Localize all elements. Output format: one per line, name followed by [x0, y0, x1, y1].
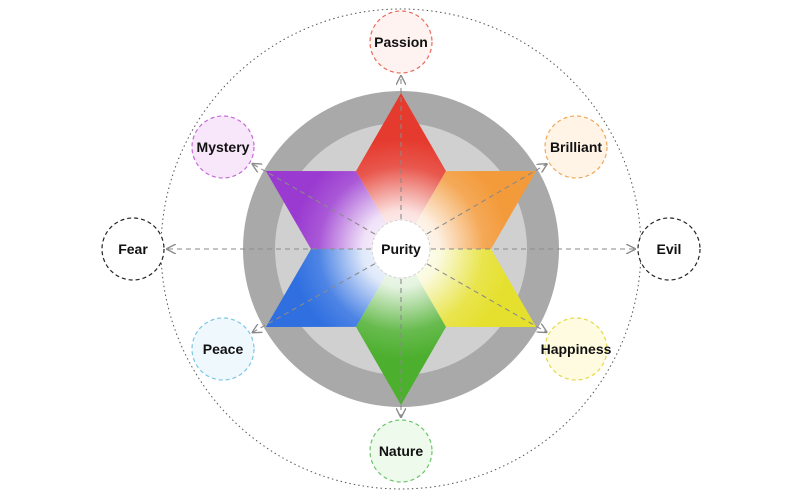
node-label: Nature — [379, 443, 424, 459]
node-happiness[interactable]: Happiness — [541, 317, 612, 381]
center-node-circle — [371, 219, 431, 279]
node-circle — [101, 217, 165, 281]
node-label: Evil — [657, 241, 682, 257]
node-brilliant[interactable]: Brilliant — [544, 115, 608, 179]
node-label: Mystery — [197, 139, 250, 155]
node-circle — [637, 217, 701, 281]
node-mystery[interactable]: Mystery — [191, 115, 255, 179]
node-label: Brilliant — [550, 139, 602, 155]
node-circle — [544, 115, 608, 179]
node-passion[interactable]: Passion — [369, 10, 433, 74]
node-fear[interactable]: Fear — [101, 217, 165, 281]
node-circle — [544, 317, 608, 381]
node-circle — [191, 317, 255, 381]
node-peace[interactable]: Peace — [191, 317, 255, 381]
node-circle — [191, 115, 255, 179]
node-circle — [369, 419, 433, 483]
connector-arrows — [167, 76, 635, 417]
node-circle — [369, 10, 433, 74]
node-label: Happiness — [541, 341, 612, 357]
center-node[interactable]: Purity — [371, 219, 431, 279]
center-node-label: Purity — [381, 241, 421, 257]
node-label: Fear — [118, 241, 148, 257]
node-nature[interactable]: Nature — [369, 419, 433, 483]
arrow-to-happiness — [426, 263, 546, 332]
arrow-to-mystery — [252, 164, 376, 235]
node-evil[interactable]: Evil — [637, 217, 701, 281]
node-label: Passion — [374, 34, 428, 50]
node-label: Peace — [203, 341, 244, 357]
